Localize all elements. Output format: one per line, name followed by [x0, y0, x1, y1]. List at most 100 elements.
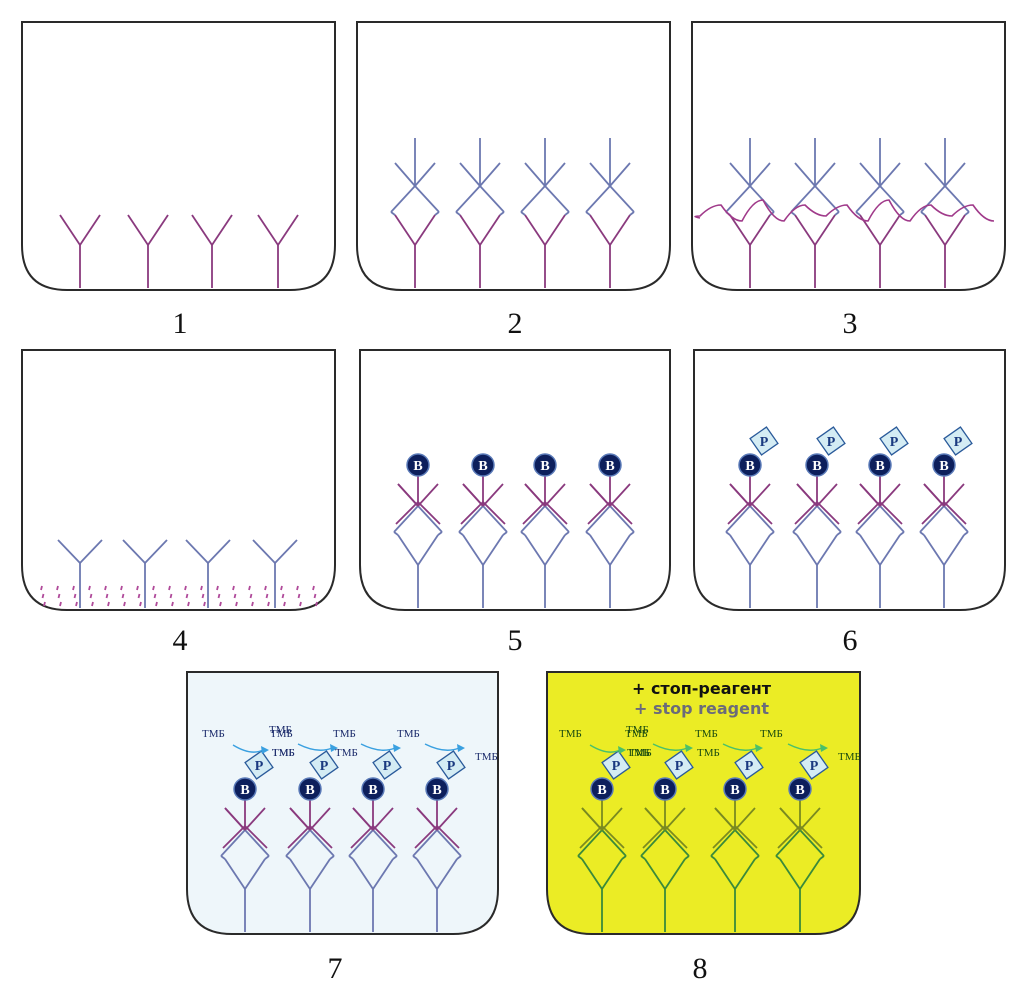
arrow-head-icon [393, 744, 401, 752]
panel-label: 1 [173, 307, 188, 340]
blocking-dash [169, 593, 173, 599]
line [587, 501, 611, 525]
line [794, 501, 818, 525]
line [794, 162, 816, 187]
blocking-dash [203, 601, 206, 607]
line [725, 505, 751, 533]
antibody-arm [879, 534, 901, 566]
antibody-arm [779, 858, 801, 890]
antibody-arm [127, 214, 149, 246]
line [579, 825, 603, 849]
biotin-icon [590, 777, 614, 801]
line [879, 505, 905, 533]
tmb-label: TMБ [270, 728, 293, 740]
antibody-arm [244, 858, 266, 890]
antibody-arm [796, 534, 818, 566]
antibody-arm [749, 534, 771, 566]
line [287, 825, 311, 849]
antibody-arm [479, 214, 501, 246]
line [348, 829, 374, 857]
well-panel-3 [691, 21, 1006, 291]
tmb-label: TMБ [838, 751, 861, 763]
blocking-dash [184, 585, 187, 591]
antibody-arm [414, 214, 436, 246]
blocking-dash [187, 601, 190, 607]
antibody-arm [274, 539, 298, 564]
reaction-arrow [589, 744, 621, 753]
line [855, 505, 881, 533]
line [792, 505, 818, 533]
line [244, 807, 266, 831]
well-panel-4 [21, 349, 336, 611]
antibody-arm [544, 214, 566, 246]
antibody-arm [309, 858, 331, 890]
line [585, 185, 611, 213]
biotin-letter: B [240, 783, 249, 798]
antibody-arm [352, 858, 374, 890]
antibody-arm [794, 214, 816, 246]
tmb-label: TMБ [333, 728, 356, 740]
line [350, 825, 374, 849]
line [944, 185, 970, 213]
line [372, 829, 398, 857]
antibody-arm [714, 858, 736, 890]
antibody-arm [394, 214, 416, 246]
line [777, 825, 801, 849]
blocking-dash [59, 601, 62, 607]
well-panel-7 [186, 671, 499, 935]
tmb-label: TMБ [475, 751, 498, 763]
antibody-arm [191, 214, 213, 246]
blocking-dash [105, 593, 109, 599]
line [524, 162, 546, 187]
antibody-arm [59, 214, 81, 246]
antibody-arm [524, 534, 546, 566]
antibody-arm [79, 214, 101, 246]
line [352, 807, 374, 831]
stop-reagent-en: + stop reagent [634, 699, 769, 718]
antibody-arm [589, 214, 611, 246]
line [309, 825, 333, 849]
peroxidase-letter: P [810, 759, 819, 774]
line [390, 185, 416, 213]
tmb-label: TMБ [269, 724, 292, 736]
biotin-letter: B [305, 783, 314, 798]
antibody-arm [601, 858, 623, 890]
blocking-dash [249, 593, 253, 599]
line [520, 505, 546, 533]
line [397, 483, 419, 507]
peroxidase-letter: P [447, 759, 456, 774]
line [601, 807, 623, 831]
tmb-label: TMБ [272, 747, 295, 759]
line [522, 501, 546, 525]
biotin-letter: B [605, 459, 614, 474]
blocking-dash [171, 601, 174, 607]
line [749, 501, 773, 525]
blocking-dash [104, 585, 107, 591]
antibody-arm [734, 858, 756, 890]
arrow-head-icon [261, 746, 269, 754]
biotin-letter: B [478, 459, 487, 474]
well-panel-1 [21, 21, 336, 291]
antibody-arm [644, 858, 666, 890]
line [943, 501, 967, 525]
antibody-arm [417, 534, 439, 566]
blocking-dash [216, 585, 219, 591]
biotin-icon [805, 453, 829, 477]
line [855, 185, 881, 213]
line [859, 483, 881, 507]
biotin-letter: B [875, 459, 884, 474]
blocking-dash [43, 601, 46, 607]
reaction-arrow [297, 743, 333, 751]
antibody-arm [224, 858, 246, 890]
line [640, 829, 666, 857]
biotin-icon [868, 453, 892, 477]
blocking-dash [41, 593, 45, 599]
biotin-icon [598, 453, 622, 477]
panel-label: 3 [843, 307, 858, 340]
line [879, 162, 901, 187]
antibody-arm [816, 534, 838, 566]
antibody-arm [397, 534, 419, 566]
line [244, 829, 270, 857]
